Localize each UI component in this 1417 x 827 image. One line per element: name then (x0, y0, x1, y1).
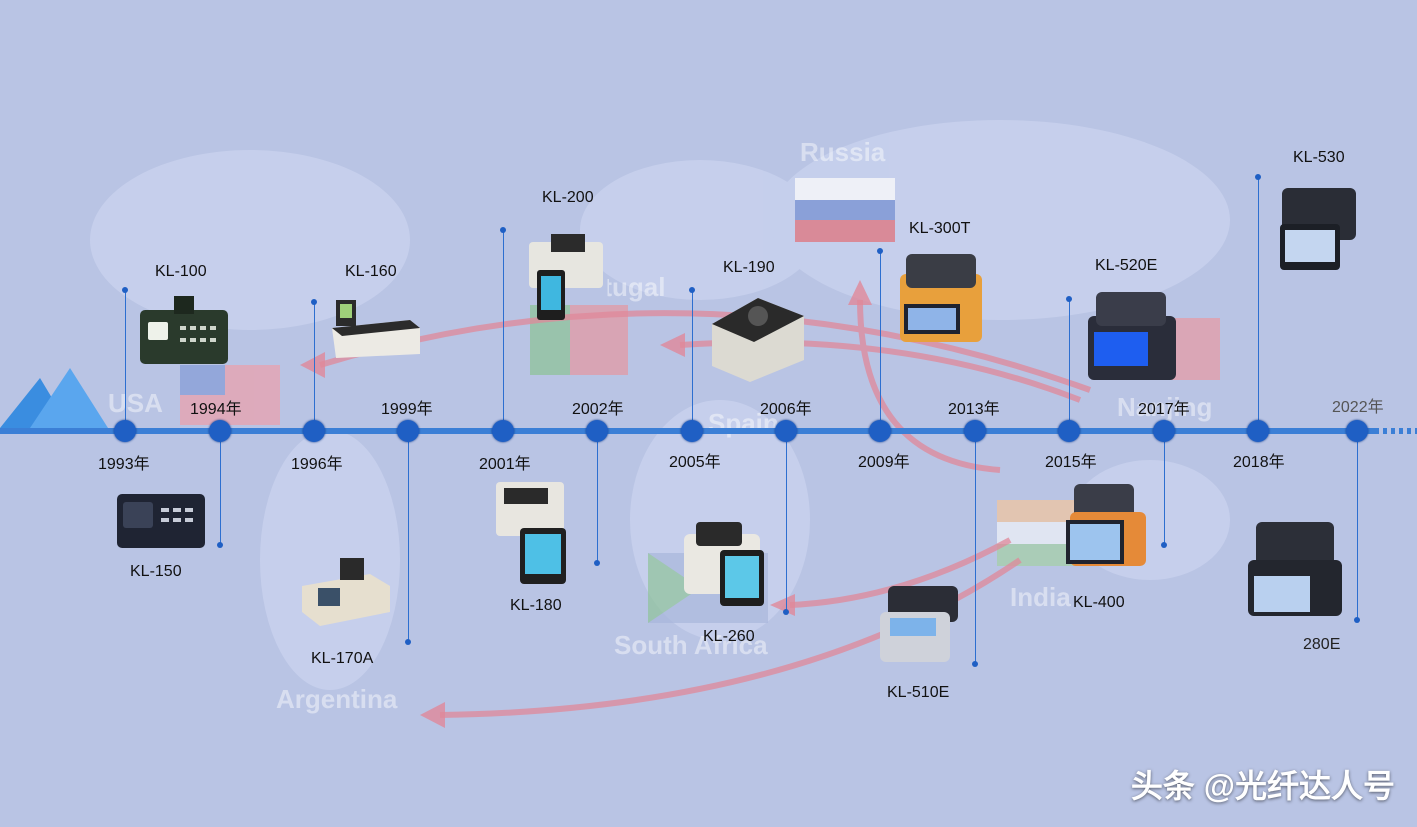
timeline-node-2018 (1247, 420, 1269, 442)
model-label-kl-160: KL-160 (345, 263, 397, 280)
flag-usa (180, 365, 280, 425)
stem-2018 (1258, 177, 1259, 430)
stem-end-dot (783, 609, 789, 615)
stem-2005 (692, 290, 693, 430)
country-label-india: India (1010, 582, 1071, 612)
timeline-node-2015 (1058, 420, 1080, 442)
stem-end-dot (122, 287, 128, 293)
device-kl-300t-image (900, 254, 982, 342)
model-label-kl-400: KL-400 (1073, 594, 1125, 611)
model-label-kl-530: KL-530 (1293, 149, 1345, 166)
stem-end-dot (1354, 617, 1360, 623)
stem-1993 (125, 290, 126, 430)
timeline-node-2017 (1153, 420, 1175, 442)
device-kl-400-image (1066, 484, 1146, 566)
model-label-kl-150: KL-150 (130, 563, 182, 580)
country-label-usa: USA (108, 388, 163, 418)
flag-russia (795, 178, 895, 242)
device-kl-190-image (712, 298, 804, 382)
device-kl-180-image (496, 482, 566, 584)
stem-2013 (975, 430, 976, 664)
stem-end-dot (594, 560, 600, 566)
stem-end-dot (217, 542, 223, 548)
model-label-kl-520e: KL-520E (1095, 257, 1158, 274)
stem-end-dot (1255, 174, 1261, 180)
country-label-portugal: Portugal (560, 272, 666, 302)
device-kl-510e-image (880, 586, 958, 662)
stem-1999 (408, 430, 409, 642)
timeline-node-2005 (681, 420, 703, 442)
timeline-node-1993 (114, 420, 136, 442)
year-label-2002: 2002年 (572, 401, 624, 418)
device-280e-image (1248, 522, 1342, 616)
timeline-node-1996 (303, 420, 325, 442)
model-label-kl-260: KL-260 (703, 628, 755, 645)
model-label-kl-510e: KL-510E (887, 684, 950, 701)
stem-end-dot (500, 227, 506, 233)
model-label-kl-180: KL-180 (510, 597, 562, 614)
year-label-1999: 1999年 (381, 401, 433, 418)
year-label-2009: 2009年 (858, 454, 910, 471)
country-label-nanjing: Nanjing (1117, 392, 1213, 422)
year-label-2015: 2015年 (1045, 454, 1097, 471)
model-label-kl-170a: KL-170A (311, 650, 374, 667)
logo-mountains-icon (0, 368, 108, 428)
device-kl-170a-image (302, 558, 390, 626)
stem-end-dot (311, 299, 317, 305)
timeline-node-2006 (775, 420, 797, 442)
stem-end-dot (1161, 542, 1167, 548)
stem-2022 (1357, 430, 1358, 620)
stem-end-dot (877, 248, 883, 254)
year-label-2017: 2017年 (1138, 401, 1190, 418)
timeline-node-2013 (964, 420, 986, 442)
device-kl-160-image (332, 300, 420, 358)
year-label-1996: 1996年 (291, 456, 343, 473)
stem-end-dot (689, 287, 695, 293)
timeline-node-2001 (492, 420, 514, 442)
device-kl-530-image (1280, 188, 1356, 270)
model-label-kl-300t: KL-300T (909, 220, 971, 237)
stem-2009 (880, 251, 881, 430)
country-label-russia: Russia (800, 137, 886, 167)
stem-end-dot (972, 661, 978, 667)
year-label-2022: 2022年 (1332, 399, 1384, 416)
stem-2017 (1164, 430, 1165, 545)
stem-2006 (786, 430, 787, 612)
model-label-kl-100: KL-100 (155, 263, 207, 280)
stem-1996 (314, 302, 315, 430)
model-label-kl-190: KL-190 (723, 259, 775, 276)
year-label-1994: 1994年 (190, 401, 242, 418)
device-kl-150-image (117, 494, 205, 548)
year-label-2013: 2013年 (948, 401, 1000, 418)
year-label-1993: 1993年 (98, 456, 150, 473)
stem-2001 (503, 230, 504, 430)
timeline-node-1999 (397, 420, 419, 442)
timeline-axis-dashed-end (1375, 428, 1417, 434)
device-kl-200-image (529, 234, 603, 320)
model-label-280e: 280E (1303, 636, 1341, 653)
stem-2015 (1069, 299, 1070, 430)
stem-end-dot (1066, 296, 1072, 302)
country-label-argentina: Argentina (276, 684, 398, 714)
stem-end-dot (405, 639, 411, 645)
device-kl-260-image (684, 522, 764, 606)
timeline-node-2002 (586, 420, 608, 442)
timeline-node-1994 (209, 420, 231, 442)
country-label-south-africa: South Africa (614, 630, 768, 660)
model-label-kl-200: KL-200 (542, 189, 594, 206)
year-label-2018: 2018年 (1233, 454, 1285, 471)
watermark: 头条 @光纤达人号 (1130, 768, 1395, 804)
device-kl-520e-image (1088, 292, 1176, 380)
year-label-2001: 2001年 (479, 456, 531, 473)
stem-2002 (597, 430, 598, 563)
year-label-2005: 2005年 (669, 454, 721, 471)
timeline-node-2009 (869, 420, 891, 442)
stem-1994 (220, 430, 221, 545)
timeline-node-2022 (1346, 420, 1368, 442)
year-label-2006: 2006年 (760, 401, 812, 418)
device-kl-100-image (140, 296, 228, 364)
